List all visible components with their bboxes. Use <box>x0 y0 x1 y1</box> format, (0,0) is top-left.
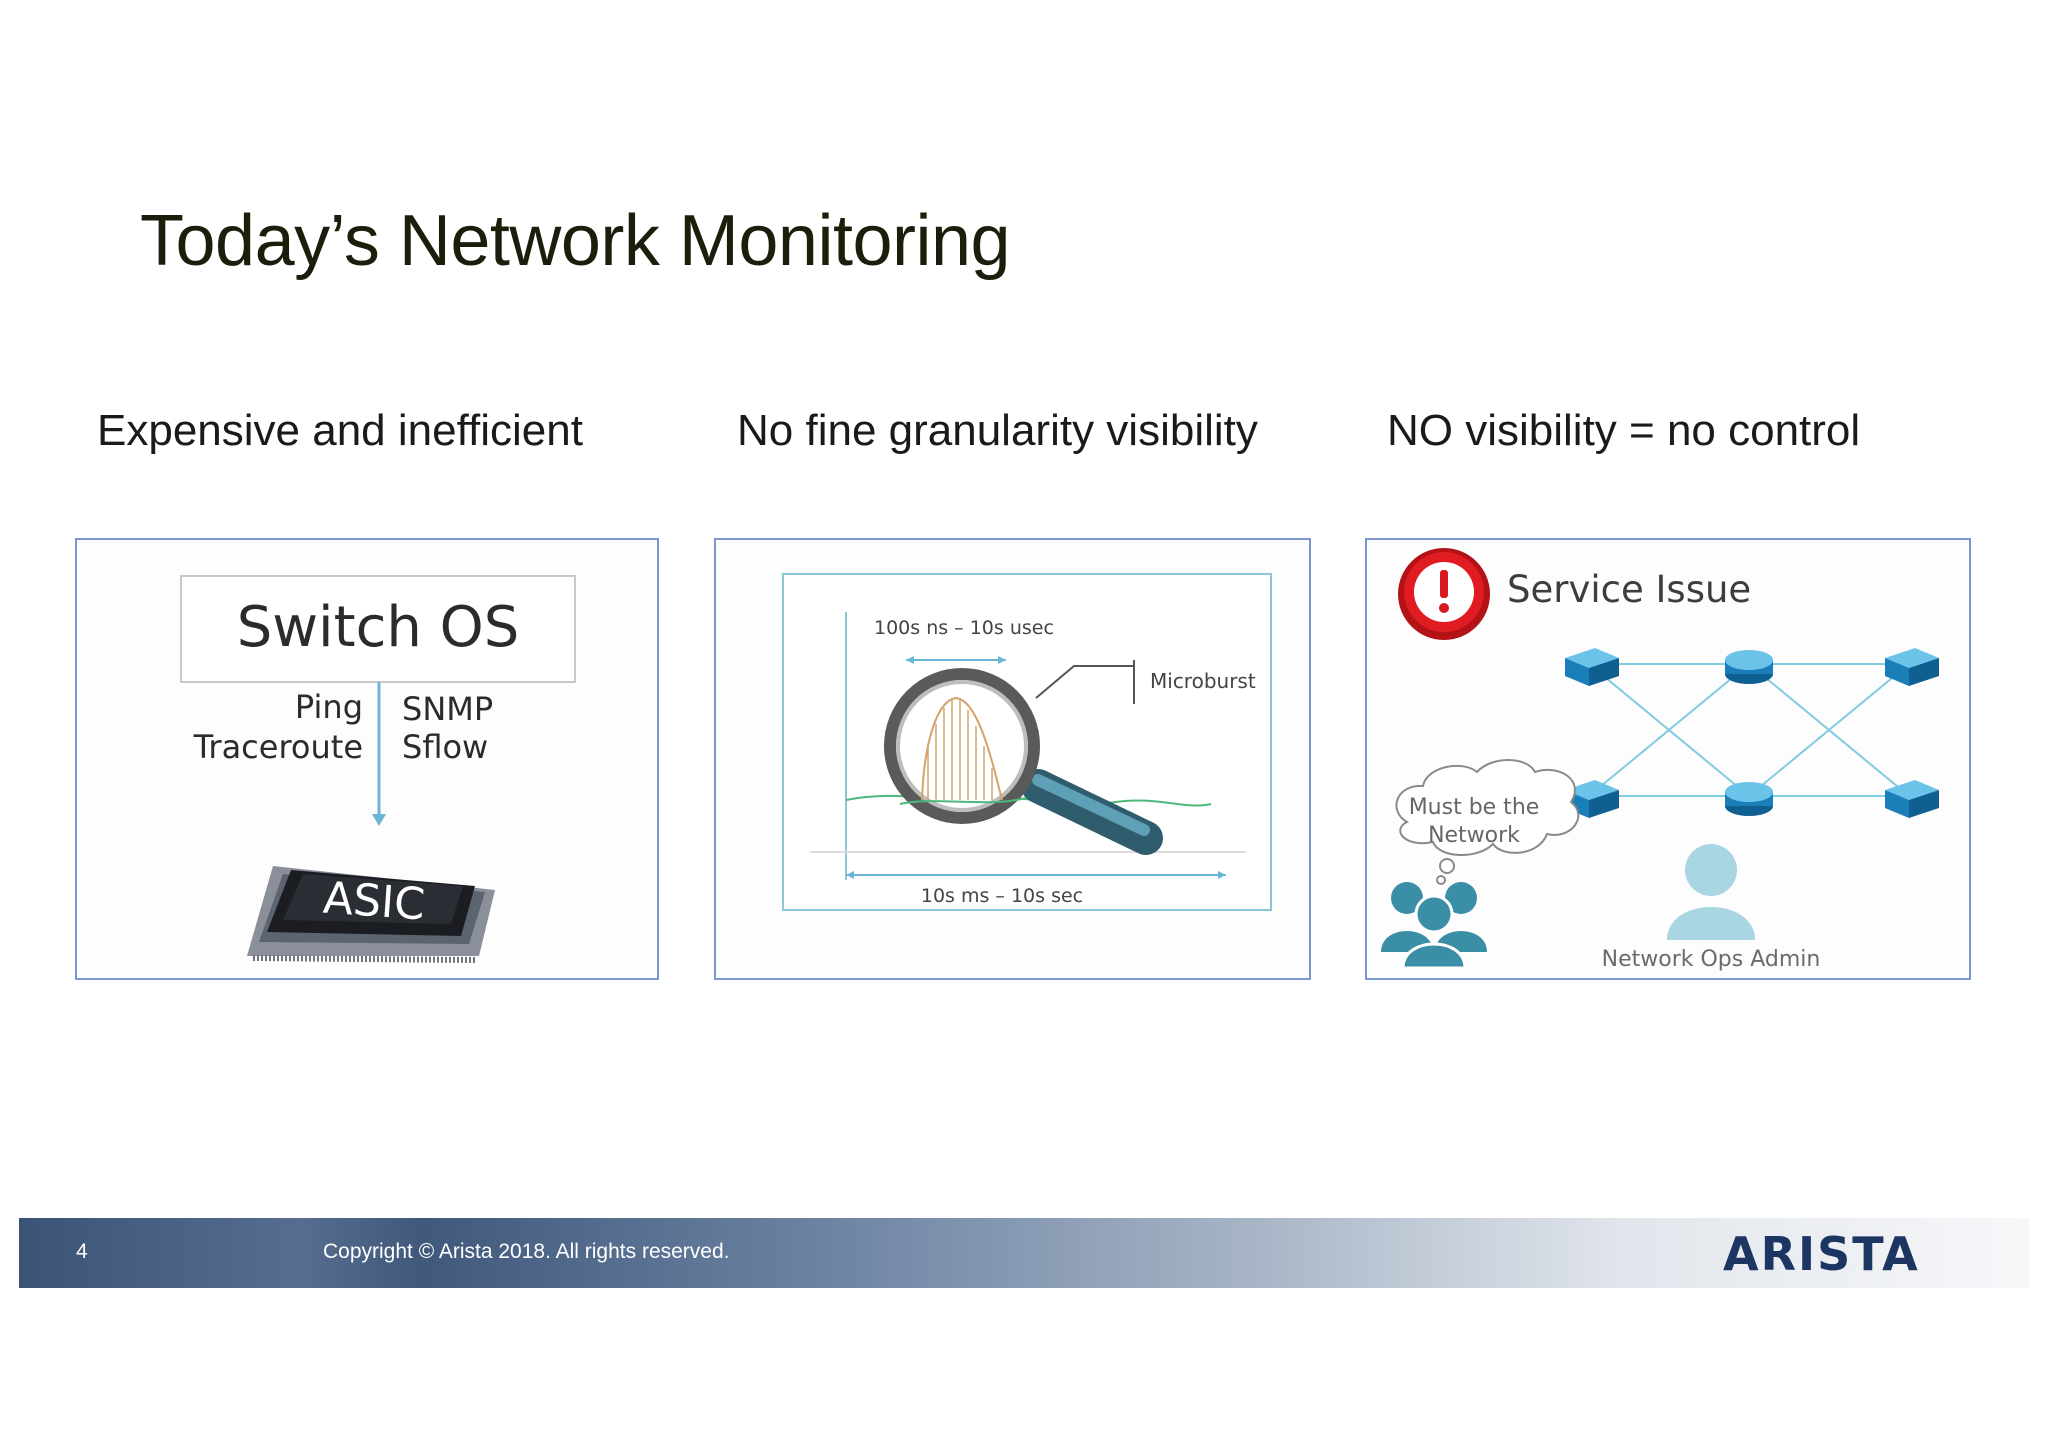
snmp-label: SNMP <box>402 690 493 728</box>
alert-icon <box>1398 548 1490 640</box>
callout-leader-line <box>1035 665 1134 699</box>
top-range-label: 100s ns – 10s usec <box>874 617 1054 639</box>
magnifying-glass-icon <box>884 668 1163 855</box>
arista-logo-text: ARISTA <box>1723 1228 1920 1278</box>
column-heading-control: NO visibility = no control <box>1387 406 1861 455</box>
microburst-label: Microburst <box>1150 669 1256 693</box>
thought-line-2: Network <box>1428 823 1520 848</box>
thought-bubble-icon <box>1395 759 1580 885</box>
footer-bar: 4 Copyright © Arista 2018. All rights re… <box>19 1218 2029 1288</box>
slide-title: Today’s Network Monitoring <box>140 201 1011 281</box>
traceroute-label: Traceroute <box>193 728 363 766</box>
sflow-label: Sflow <box>402 728 488 766</box>
admin-label: Network Ops Admin <box>1602 947 1821 972</box>
microburst-diagram-panel: 100s ns – 10s usec Microburst 10s ms – 1… <box>714 538 1311 980</box>
asic-chip-icon <box>247 866 495 963</box>
connector-arrowhead <box>372 814 386 826</box>
arista-logo: ARISTA <box>1723 1228 1920 1278</box>
service-issue-label: Service Issue <box>1507 568 1751 611</box>
copyright-text: Copyright © Arista 2018. All rights rese… <box>323 1240 730 1263</box>
switch-os-box <box>180 575 576 683</box>
thought-line-1: Must be the <box>1409 795 1540 820</box>
column-heading-cost: Expensive and inefficient <box>97 406 583 455</box>
router-icon <box>1725 782 1773 816</box>
switch-icon <box>1565 648 1619 686</box>
admin-user-icon <box>1667 844 1755 940</box>
user-group-icon <box>1381 882 1487 970</box>
switch-icon <box>1885 648 1939 686</box>
column-heading-granularity: No fine granularity visibility <box>737 406 1258 455</box>
bottom-range-label: 10s ms – 10s sec <box>921 885 1083 907</box>
router-icon <box>1725 650 1773 684</box>
service-issue-diagram-panel: Service Issue <box>1365 538 1971 980</box>
switch-os-diagram-panel: Switch OS Ping Traceroute SNMP Sflow ASI… <box>75 538 659 980</box>
page-number: 4 <box>76 1240 88 1263</box>
asic-label: ASIC <box>321 873 426 931</box>
switch-os-label: Switch OS <box>237 595 520 660</box>
ping-label: Ping <box>295 688 363 726</box>
switch-icon <box>1885 780 1939 818</box>
